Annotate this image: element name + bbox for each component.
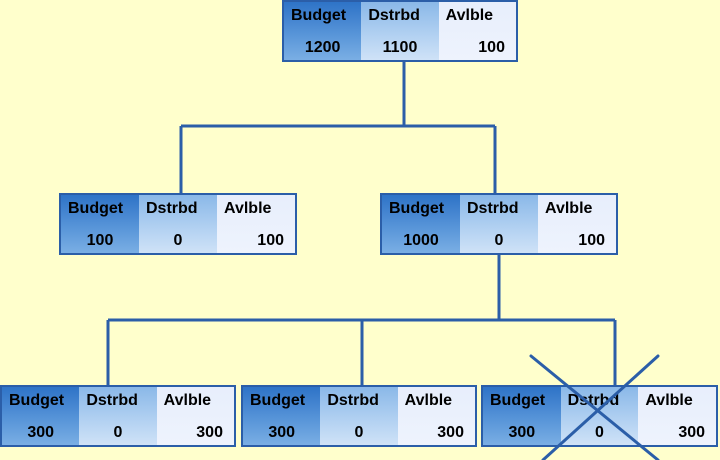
distributed-cell: Dstrbd 0 — [560, 387, 639, 445]
available-value: 100 — [478, 39, 505, 56]
budget-cell: Budget 1000 — [382, 195, 460, 253]
distributed-cell: Dstrbd 0 — [79, 387, 157, 445]
available-cell: Avlble 100 — [438, 2, 516, 60]
distributed-cell: Dstrbd 0 — [320, 387, 398, 445]
available-cell: Avlble 300 — [156, 387, 234, 445]
budget-value: 300 — [508, 424, 536, 441]
available-value: 300 — [678, 424, 706, 441]
distributed-value: 0 — [595, 424, 604, 441]
budget-node-level2-b: Budget 300 Dstrbd 0 Avlble 300 — [241, 385, 477, 447]
budget-header: Budget — [68, 200, 124, 217]
distributed-value: 0 — [354, 424, 364, 441]
distributed-header: Dstrbd — [467, 200, 519, 217]
budget-value: 300 — [268, 424, 296, 441]
distributed-header: Dstrbd — [368, 7, 420, 24]
distributed-value: 0 — [173, 232, 183, 249]
available-header: Avlble — [224, 200, 272, 217]
available-cell: Avlble 300 — [638, 387, 716, 445]
available-header: Avlble — [445, 7, 494, 24]
available-header: Avlble — [545, 200, 593, 217]
available-value: 100 — [578, 232, 605, 249]
budget-cell: Budget 300 — [483, 387, 561, 445]
available-value: 300 — [196, 424, 223, 441]
budget-node-root: Budget 1200 Dstrbd 1100 Avlble 100 — [282, 0, 518, 62]
available-value: 100 — [257, 232, 284, 249]
budget-header: Budget — [389, 200, 445, 217]
distributed-value: 1100 — [382, 39, 418, 56]
distributed-cell: Dstrbd 0 — [460, 195, 538, 253]
budget-value: 300 — [27, 424, 55, 441]
available-header: Avlble — [163, 392, 212, 409]
budget-header: Budget — [250, 392, 306, 409]
budget-header: Budget — [490, 392, 546, 409]
budget-node-level1-right: Budget 1000 Dstrbd 0 Avlble 100 — [380, 193, 618, 255]
available-cell: Avlble 100 — [538, 195, 616, 253]
budget-cell: Budget 100 — [61, 195, 139, 253]
distributed-header: Dstrbd — [327, 392, 379, 409]
budget-header: Budget — [291, 7, 347, 24]
budget-cell: Budget 300 — [2, 387, 80, 445]
distributed-header: Dstrbd — [146, 200, 198, 217]
distributed-cell: Dstrbd 0 — [139, 195, 217, 253]
distributed-cell: Dstrbd 1100 — [361, 2, 439, 60]
available-header: Avlble — [645, 392, 693, 409]
distributed-header: Dstrbd — [567, 392, 620, 409]
budget-cell: Budget 300 — [243, 387, 321, 445]
available-cell: Avlble 100 — [217, 195, 295, 253]
distributed-header: Dstrbd — [86, 392, 138, 409]
budget-node-level1-left: Budget 100 Dstrbd 0 Avlble 100 — [59, 193, 297, 255]
budget-cell: Budget 1200 — [284, 2, 362, 60]
budget-value: 100 — [86, 232, 114, 249]
budget-header: Budget — [9, 392, 65, 409]
distributed-value: 0 — [113, 424, 123, 441]
available-cell: Avlble 300 — [397, 387, 475, 445]
available-value: 300 — [437, 424, 464, 441]
budget-value: 1200 — [304, 39, 341, 56]
available-header: Avlble — [404, 392, 453, 409]
budget-value: 1000 — [403, 232, 439, 249]
budget-node-level2-a: Budget 300 Dstrbd 0 Avlble 300 — [0, 385, 236, 447]
distributed-value: 0 — [494, 232, 504, 249]
budget-node-level2-c: Budget 300 Dstrbd 0 Avlble 300 — [481, 385, 718, 447]
